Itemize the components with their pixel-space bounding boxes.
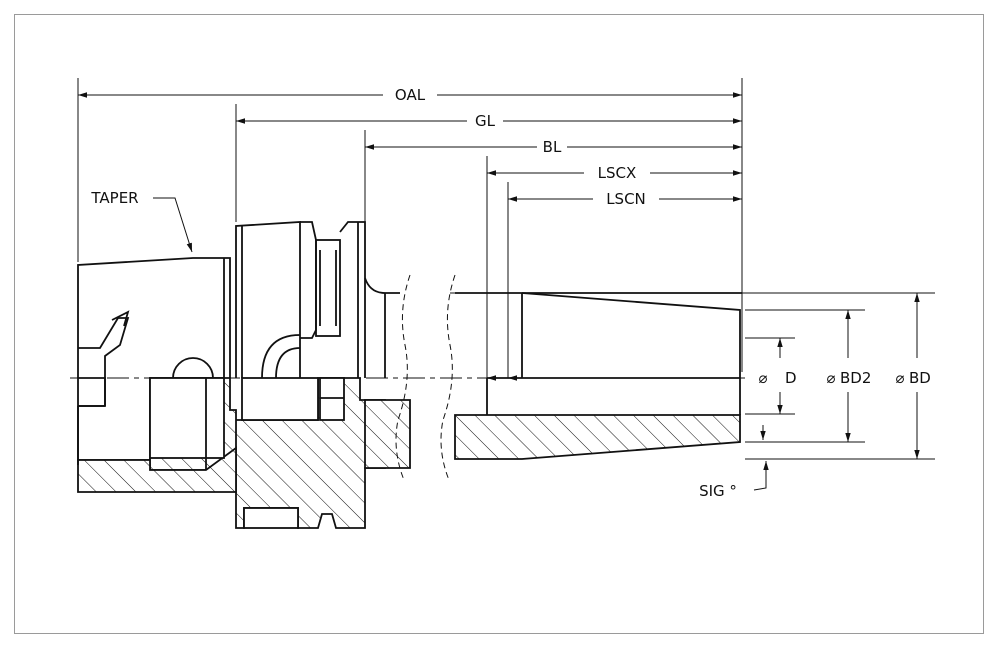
dimension-lines (78, 92, 920, 491)
drawing-frame (14, 14, 984, 634)
diameter-symbol-d: ⌀ (758, 369, 767, 387)
lscx-label: LSCX (598, 164, 637, 182)
d-label: D (785, 369, 797, 387)
bd2-label: BD2 (840, 369, 871, 387)
dimension-labels: OAL GL BL LSCX LSCN TAPER ⌀ D ⌀ BD2 ⌀ BD… (90, 86, 930, 500)
gl-label: GL (475, 112, 496, 130)
oal-label: OAL (395, 86, 426, 104)
diameter-symbol-bd: ⌀ (895, 369, 904, 387)
sig-label: SIG ° (699, 482, 737, 500)
taper-label: TAPER (90, 189, 138, 207)
holder-outline-upper (77, 221, 742, 399)
bd-label: BD (909, 369, 931, 387)
bl-label: BL (543, 138, 562, 156)
holder-section-lower (77, 377, 741, 529)
diameter-symbol-bd2: ⌀ (826, 369, 835, 387)
lscn-label: LSCN (606, 190, 646, 208)
break-lines (395, 274, 456, 481)
